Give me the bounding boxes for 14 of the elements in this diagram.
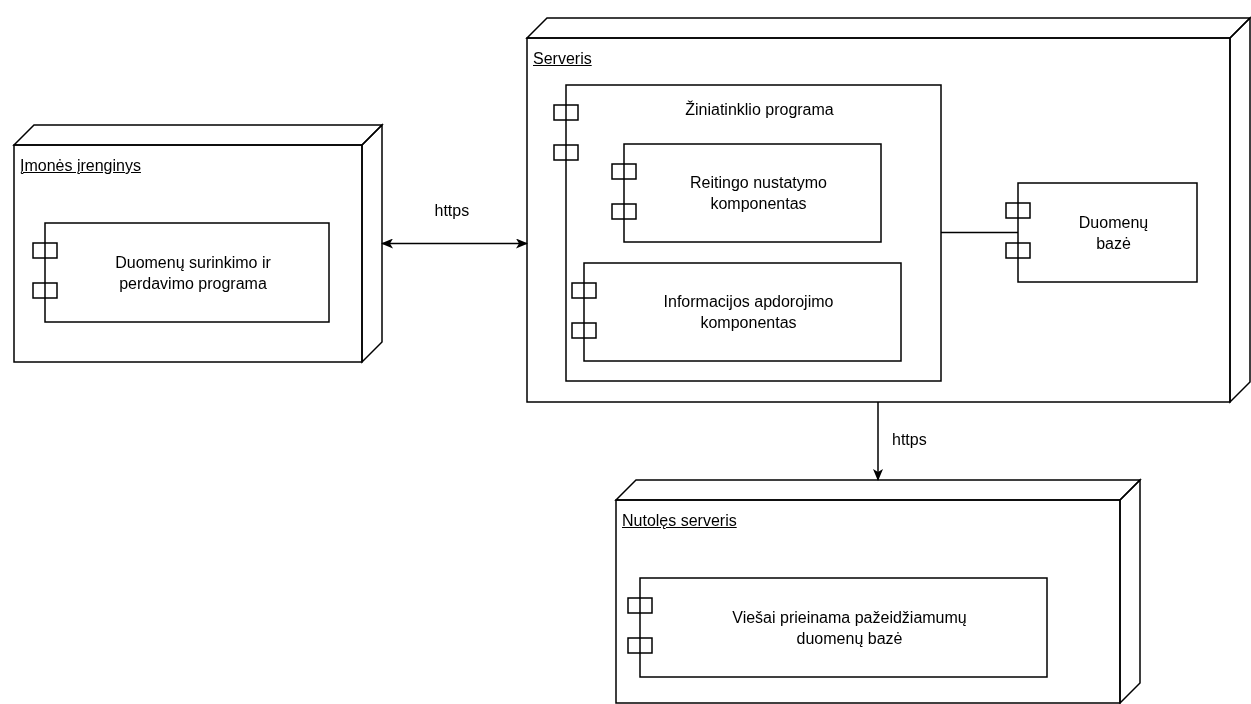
edge-label: https (432, 201, 472, 220)
connector-line (940, 231, 1019, 234)
node-title: Nutolęs serveris (622, 512, 737, 530)
arrow (381, 238, 528, 249)
component-label: Duomenų surinkimo ir perdavimo programa (114, 252, 272, 294)
node-title: Įmonės įrenginys (20, 157, 141, 175)
component-label: Žiniatinklio programa (684, 99, 835, 120)
arrow (873, 401, 883, 481)
component-label: Reitingo nustatymo komponentas (689, 173, 828, 214)
component-label: Viešai prieinama pažeidžiamumų duomenų bazė (731, 607, 968, 649)
node-title: Serveris (533, 50, 592, 68)
edge-label: https (890, 431, 929, 449)
component-label: Duomenų bazė (1077, 212, 1150, 254)
component-label: Informacijos apdorojimo komponentas (662, 292, 835, 333)
